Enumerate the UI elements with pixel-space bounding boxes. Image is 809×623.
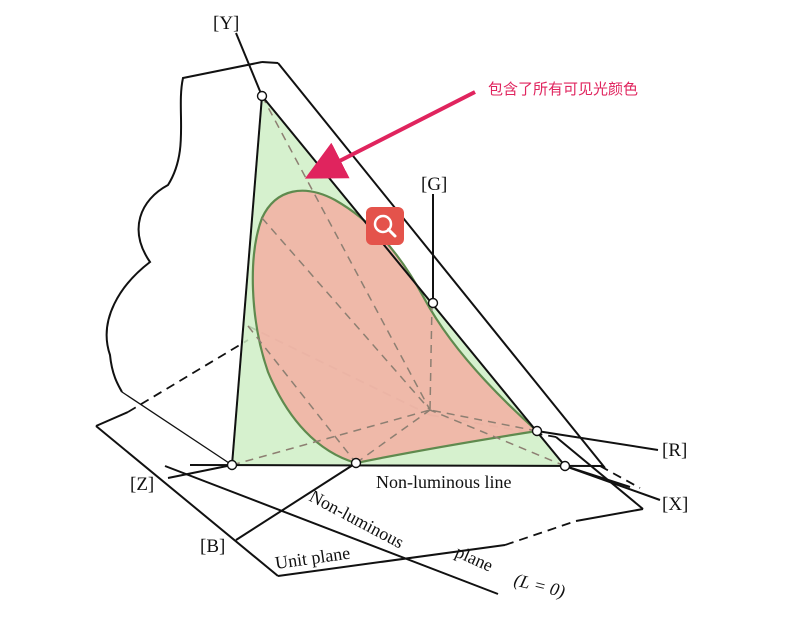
label-b: [B] <box>200 536 225 557</box>
y-vertex <box>256 90 268 102</box>
hidden-edge-x-axis <box>599 465 641 489</box>
unit-plane-right-b <box>575 508 644 522</box>
inner-dash-6 <box>429 302 433 411</box>
label-non-luminous-plane-3: (L = 0) <box>512 569 567 602</box>
b-axis-line <box>235 462 357 541</box>
inner-dash-8 <box>261 217 431 411</box>
r-point <box>531 425 543 437</box>
annotation-arrow <box>304 90 476 179</box>
r-axis-line <box>536 430 659 451</box>
hidden-edge-bottom-right <box>504 520 577 546</box>
x-vertex <box>559 460 571 472</box>
g-point <box>427 297 439 309</box>
non-luminous-line <box>189 464 605 467</box>
spectral-locus <box>251 189 540 465</box>
b-point <box>350 457 362 469</box>
y-axis-line <box>235 32 263 97</box>
outer-plane-right-edge <box>277 62 606 469</box>
outer-plane-edge <box>261 61 279 64</box>
label-y: [Y] <box>213 13 239 34</box>
annotation-text: 包含了所有可见光颜色 <box>488 80 638 98</box>
non-luminous-plane-edge <box>164 465 499 595</box>
inner-dash-2 <box>231 409 431 466</box>
label-x: [X] <box>662 494 688 515</box>
z-vertex <box>226 459 238 471</box>
unit-plane-edge-far <box>95 411 129 427</box>
label-non-luminous-line: Non-luminous line <box>376 472 512 492</box>
wavy-boundary <box>105 61 263 393</box>
inner-dash-7 <box>247 325 357 464</box>
label-non-luminous-plane-1: Non-luminous <box>306 486 407 552</box>
triangle-edge-yz <box>231 95 263 466</box>
label-z: [Z] <box>130 474 154 495</box>
magnifier-icon <box>373 214 397 238</box>
outer-plane-left-lower <box>121 391 233 466</box>
inner-dash-1 <box>261 95 431 411</box>
unit-plane-edge-left <box>95 425 279 577</box>
inner-dash-5 <box>429 409 538 432</box>
unit-plane-right-a <box>555 436 644 510</box>
hidden-edge-left <box>127 339 249 413</box>
label-r: [R] <box>662 440 687 461</box>
label-g: [G] <box>421 174 447 195</box>
x-axis-line <box>564 465 661 501</box>
inner-dash-4 <box>355 409 431 464</box>
z-axis-line <box>167 464 233 479</box>
image-search-button[interactable] <box>366 207 404 245</box>
unit-plane-edge-bottom <box>277 544 506 577</box>
inner-dash-3 <box>429 409 566 467</box>
